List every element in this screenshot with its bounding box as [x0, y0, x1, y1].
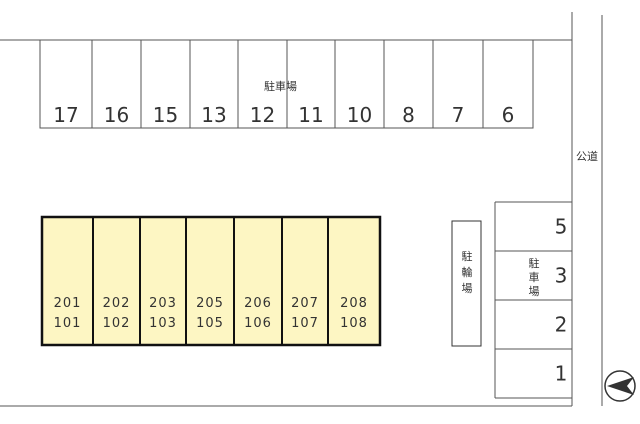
- lot-boundary: [0, 12, 573, 407]
- parking-stall-number: 8: [402, 103, 415, 127]
- svg-text:駐車場: 駐車場: [529, 256, 540, 298]
- unit-number-upper: 201: [54, 296, 82, 311]
- unit-number-upper: 203: [149, 296, 177, 311]
- parking-stall-number: 6: [502, 103, 515, 127]
- parking-stall: 15: [140, 40, 191, 129]
- top-parking-area: 17 16 15 13 12 11 10 8 7 6: [39, 40, 534, 129]
- parking-stall-number: 16: [104, 103, 129, 127]
- unit-number-lower: 108: [340, 316, 368, 331]
- parking-stall-number: 3: [555, 264, 568, 288]
- parking-stall: 8: [383, 40, 434, 129]
- unit-number-lower: 103: [149, 316, 177, 331]
- bicycle-parking-label: 駐輪場: [462, 249, 473, 295]
- unit-number-lower: 107: [291, 316, 319, 331]
- north-arrow-icon: [604, 370, 636, 402]
- unit-number-lower: 105: [196, 316, 224, 331]
- unit-number-lower: 106: [244, 316, 272, 331]
- parking-stall-number: 7: [452, 103, 465, 127]
- parking-stall: 5: [494, 201, 572, 252]
- parking-stall: 7: [432, 40, 484, 129]
- parking-stall: 1: [494, 349, 572, 399]
- parking-stall-number: 13: [201, 103, 226, 127]
- parking-stall: 16: [91, 40, 142, 129]
- unit-number-upper: 206: [244, 296, 272, 311]
- svg-text:駐輪場: 駐輪場: [462, 249, 473, 295]
- parking-stall-number: 10: [347, 103, 372, 127]
- parking-stall: 17: [39, 40, 93, 129]
- parking-stall: 3: [494, 251, 572, 301]
- unit-number-upper: 205: [196, 296, 224, 311]
- side-parking-label: 駐車場: [529, 256, 540, 298]
- parking-stall: 2: [494, 300, 572, 350]
- unit-number-upper: 207: [291, 296, 319, 311]
- parking-stall-number: 12: [250, 103, 275, 127]
- parking-stall-number: 17: [53, 103, 78, 127]
- road-label: 公道: [576, 149, 598, 163]
- parking-stall-number: 5: [555, 215, 568, 239]
- building-outline: [40, 215, 382, 347]
- parking-stall: 6: [482, 40, 534, 129]
- unit-number-lower: 101: [54, 316, 82, 331]
- parking-stall: 10: [334, 40, 385, 129]
- parking-stall: 13: [189, 40, 239, 129]
- unit-number-upper: 208: [340, 296, 368, 311]
- side-parking-area: 5 3 2 1: [494, 201, 572, 399]
- parking-stall-number: 2: [555, 313, 568, 337]
- bicycle-parking: [451, 220, 482, 347]
- apartment-building: 2011012021022031032051052061062071072081…: [40, 215, 382, 347]
- parking-stall-number: 1: [555, 362, 568, 386]
- parking-stall-number: 11: [298, 103, 323, 127]
- unit-number-lower: 102: [103, 316, 131, 331]
- unit-number-upper: 202: [103, 296, 131, 311]
- top-parking-label: 駐車場: [264, 79, 297, 93]
- parking-stall-number: 15: [153, 103, 178, 127]
